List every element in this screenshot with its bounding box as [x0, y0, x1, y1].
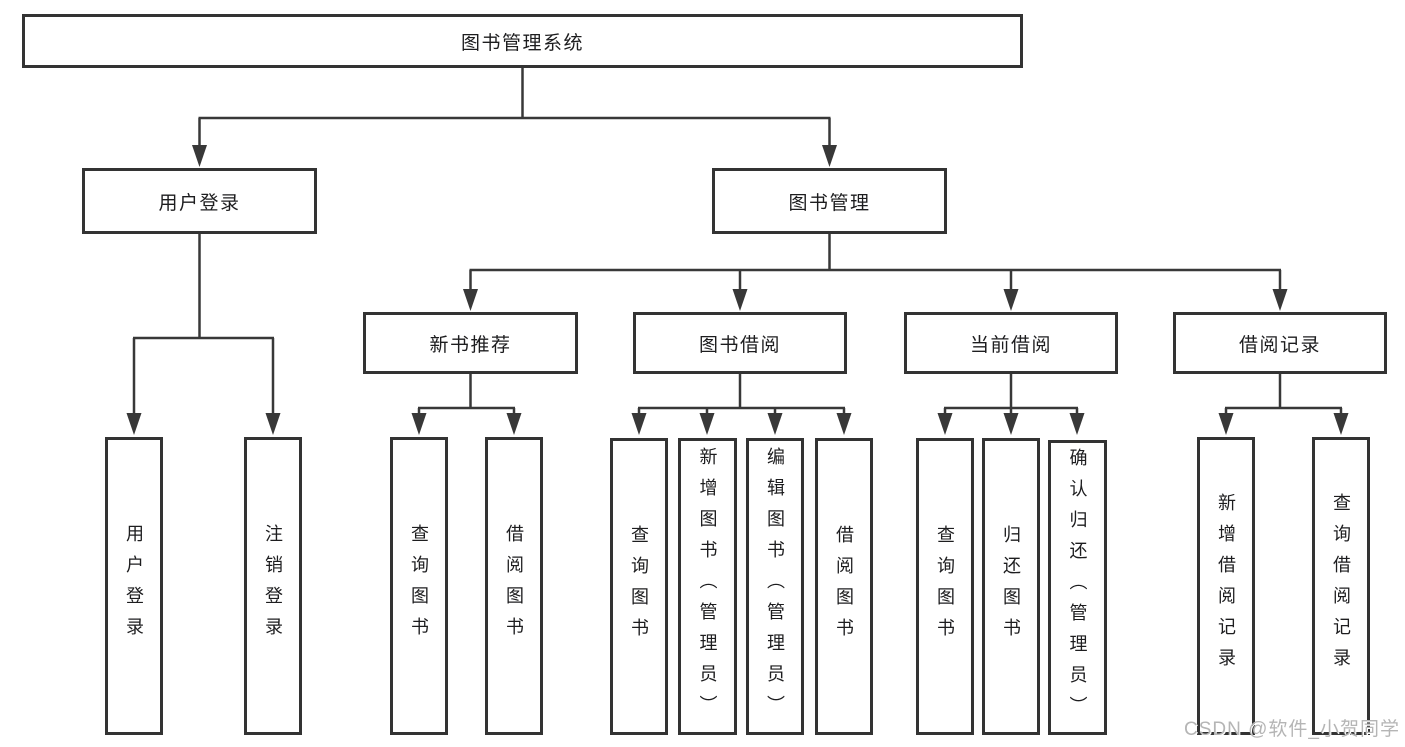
node-current-borrow: 当前借阅 — [904, 312, 1118, 374]
leaf-label: 新增图书（管理员） — [697, 447, 718, 726]
leaf-label: 编辑图书（管理员） — [765, 447, 785, 726]
node-new-book-recommend: 新书推荐 — [363, 312, 578, 374]
leaf-current-confirm-admin: 确认归还（管理员） — [1048, 440, 1107, 735]
leaf-label: 新增借阅记录 — [1216, 493, 1236, 679]
leaf-newbook-borrow: 借阅图书 — [485, 437, 543, 735]
node-book-borrow: 图书借阅 — [633, 312, 847, 374]
leaf-borrow-add-admin: 新增图书（管理员） — [678, 438, 737, 735]
node-book-management: 图书管理 — [712, 168, 947, 234]
node-borrow-records: 借阅记录 — [1173, 312, 1387, 374]
leaf-label: 确认归还（管理员） — [1067, 448, 1088, 727]
leaf-borrow-query: 查询图书 — [610, 438, 668, 735]
leaf-label: 查询图书 — [935, 524, 955, 649]
leaf-label: 注销登录 — [263, 524, 283, 648]
node-root: 图书管理系统 — [22, 14, 1023, 68]
leaf-label: 查询借阅记录 — [1331, 493, 1351, 679]
leaf-newbook-query: 查询图书 — [390, 437, 448, 735]
leaf-label: 借阅图书 — [834, 524, 854, 649]
leaf-label: 借阅图书 — [504, 524, 524, 648]
leaf-label: 查询图书 — [409, 524, 429, 648]
leaf-borrow-borrow: 借阅图书 — [815, 438, 873, 735]
leaf-label: 归还图书 — [1001, 524, 1021, 649]
leaf-user-login: 用户登录 — [105, 437, 163, 735]
leaf-label: 查询图书 — [629, 524, 649, 649]
leaf-logout: 注销登录 — [244, 437, 302, 735]
watermark: CSDN @软件_小贺同学 — [1184, 719, 1400, 740]
leaf-records-add: 新增借阅记录 — [1197, 437, 1255, 735]
leaf-current-return: 归还图书 — [982, 438, 1040, 735]
leaf-current-query: 查询图书 — [916, 438, 974, 735]
leaf-borrow-edit-admin: 编辑图书（管理员） — [746, 438, 804, 735]
leaf-label: 用户登录 — [124, 524, 144, 648]
node-user-login: 用户登录 — [82, 168, 317, 234]
leaf-records-query: 查询借阅记录 — [1312, 437, 1370, 735]
